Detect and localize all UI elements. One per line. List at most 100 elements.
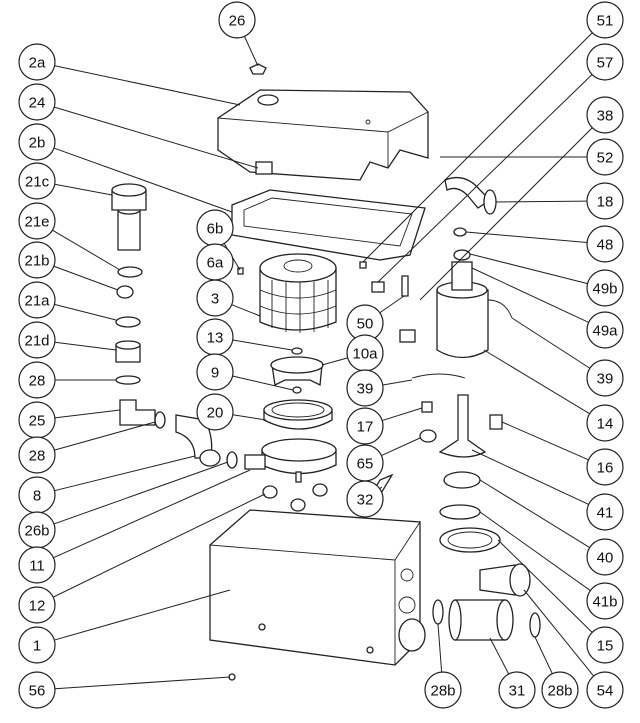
callout-label: 21b bbox=[24, 253, 49, 270]
callout-circle bbox=[18, 436, 56, 474]
leader-line bbox=[479, 479, 590, 548]
callout-label: 49a bbox=[592, 323, 618, 340]
callout-28b: 28b bbox=[541, 671, 579, 709]
callout-65: 65 bbox=[346, 444, 384, 482]
leader-line bbox=[232, 339, 293, 351]
leader-line bbox=[54, 421, 156, 451]
callout-circle bbox=[586, 538, 624, 576]
callout-label: 28b bbox=[547, 683, 572, 700]
leader-line bbox=[377, 74, 593, 283]
callout-38: 38 bbox=[586, 96, 624, 134]
leader-line bbox=[231, 304, 261, 317]
callout-circle bbox=[196, 353, 234, 391]
callout-26: 26 bbox=[218, 1, 256, 39]
callout-9: 9 bbox=[196, 353, 234, 391]
callout-label: 38 bbox=[597, 108, 614, 125]
callout-41: 41 bbox=[586, 493, 624, 531]
callout-54: 54 bbox=[586, 671, 624, 709]
callout-circle bbox=[586, 182, 624, 220]
leader-line bbox=[382, 379, 413, 386]
callout-21a: 21a bbox=[18, 281, 56, 319]
callout-label: 21c bbox=[25, 174, 50, 191]
callout-circle bbox=[346, 407, 384, 445]
callout-label: 21d bbox=[24, 333, 49, 350]
callout-label: 41b bbox=[592, 594, 617, 611]
callout-label: 40 bbox=[597, 550, 614, 567]
callout-circle bbox=[586, 96, 624, 134]
callout-6b: 6b bbox=[196, 209, 234, 247]
callout-2a: 2a bbox=[18, 43, 56, 81]
leader-line bbox=[511, 317, 591, 369]
callout-1: 1 bbox=[18, 626, 56, 664]
callout-16: 16 bbox=[586, 448, 624, 486]
callout-52: 52 bbox=[586, 138, 624, 176]
callout-circle bbox=[541, 671, 579, 709]
callout-circle bbox=[18, 202, 56, 240]
callout-28: 28 bbox=[18, 436, 56, 474]
callout-label: 21e bbox=[24, 214, 49, 231]
callout-label: 39 bbox=[597, 371, 614, 388]
callout-21e: 21e bbox=[18, 202, 56, 240]
callout-24: 24 bbox=[18, 83, 56, 121]
callout-circle bbox=[586, 43, 624, 81]
callout-57: 57 bbox=[586, 43, 624, 81]
callout-circle bbox=[196, 393, 234, 431]
callout-label: 8 bbox=[33, 488, 41, 505]
callout-circle bbox=[586, 626, 624, 664]
leader-line bbox=[465, 231, 588, 243]
part-cap bbox=[249, 63, 267, 75]
callout-3: 3 bbox=[196, 279, 234, 317]
part-gasket bbox=[231, 189, 426, 261]
callout-circle bbox=[18, 43, 56, 81]
leader-line bbox=[232, 375, 294, 391]
callout-label: 13 bbox=[207, 330, 224, 347]
callout-label: 54 bbox=[597, 683, 614, 700]
part-pump-14 bbox=[436, 261, 513, 359]
callout-circle bbox=[346, 480, 384, 518]
callout-2b: 2b bbox=[18, 123, 56, 161]
callout-15: 15 bbox=[586, 626, 624, 664]
callout-18: 18 bbox=[586, 182, 624, 220]
callout-label: 25 bbox=[29, 413, 46, 430]
leader-line bbox=[54, 455, 196, 492]
leader-line bbox=[232, 414, 267, 421]
leader-line bbox=[523, 589, 595, 677]
leader-line bbox=[534, 636, 553, 674]
leader-line bbox=[52, 493, 266, 598]
callout-label: 20 bbox=[207, 405, 224, 422]
leader-line bbox=[321, 357, 348, 366]
leader-line bbox=[379, 295, 405, 314]
callout-label: 28 bbox=[29, 373, 46, 390]
callout-label: 6a bbox=[207, 255, 224, 272]
leader-line bbox=[54, 303, 117, 321]
leader-line bbox=[362, 32, 593, 263]
callout-label: 31 bbox=[509, 683, 526, 700]
callout-label: 48 bbox=[597, 237, 614, 254]
callout-8: 8 bbox=[18, 476, 56, 514]
callout-circle bbox=[586, 225, 624, 263]
leader-line bbox=[471, 449, 589, 505]
callout-circle bbox=[18, 361, 56, 399]
callout-11: 11 bbox=[18, 546, 56, 584]
leader-line bbox=[244, 36, 259, 67]
leader-line bbox=[471, 267, 589, 323]
callout-label: 41 bbox=[597, 505, 614, 522]
callout-label: 12 bbox=[29, 598, 46, 615]
callout-circle bbox=[18, 83, 56, 121]
callout-12: 12 bbox=[18, 586, 56, 624]
leader-line bbox=[419, 127, 593, 301]
callout-label: 56 bbox=[29, 683, 46, 700]
callout-label: 57 bbox=[597, 55, 614, 72]
callout-label: 50 bbox=[357, 316, 374, 333]
callout-circle bbox=[18, 241, 56, 279]
part-tank bbox=[209, 509, 426, 681]
callout-label: 16 bbox=[597, 460, 614, 477]
callout-label: 24 bbox=[29, 95, 46, 112]
callout-circle bbox=[18, 626, 56, 664]
callout-6a: 6a bbox=[196, 243, 234, 281]
callout-49a: 49a bbox=[586, 311, 624, 349]
callouts: 262a242b21c21e21b21a21d282528826b1112156… bbox=[18, 1, 624, 709]
callout-13: 13 bbox=[196, 318, 234, 356]
leader-line bbox=[501, 421, 589, 461]
